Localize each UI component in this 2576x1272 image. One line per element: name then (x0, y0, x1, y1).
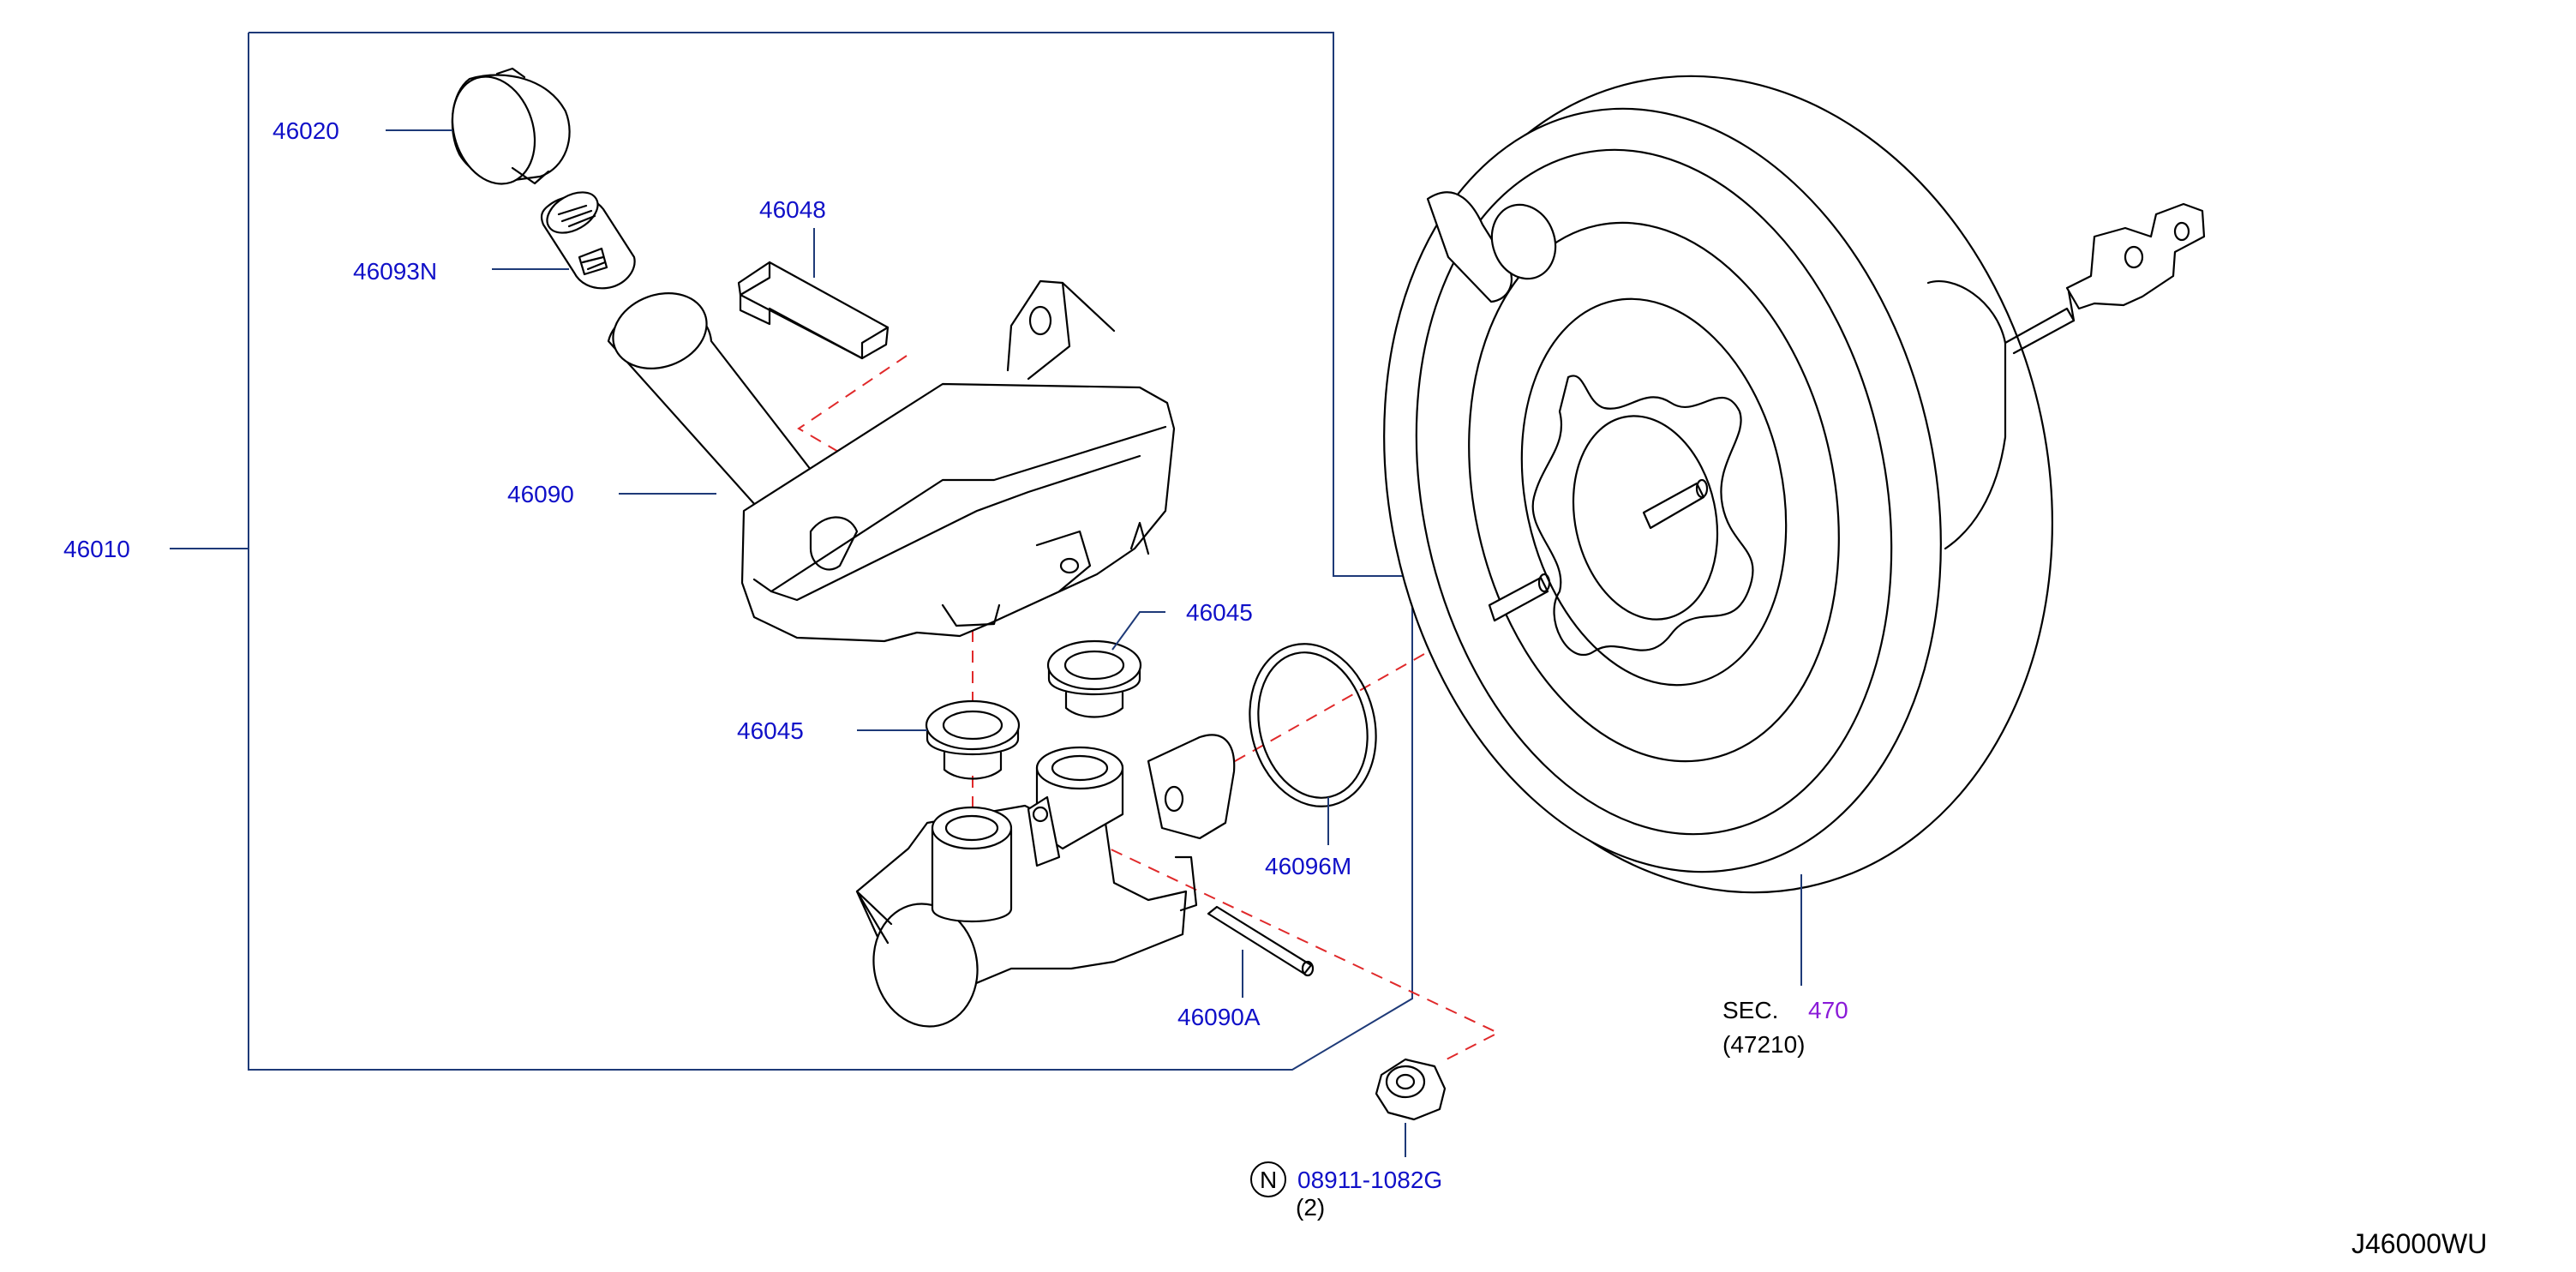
reservoir-strainer (540, 191, 636, 290)
label-sec-470[interactable]: 470 (1808, 997, 1848, 1023)
label-46020[interactable]: 46020 (273, 117, 339, 144)
diagram-code: J46000WU (2351, 1228, 2487, 1259)
label-sec-prefix: SEC. (1722, 997, 1778, 1023)
label-08911-1082G[interactable]: 08911-1082G (1297, 1167, 1442, 1193)
reservoir-tank (607, 279, 1176, 643)
label-46090[interactable]: 46090 (507, 481, 574, 507)
grommet-lower (925, 699, 1021, 780)
master-cylinder-body (855, 734, 1236, 1028)
label-nut-qty: (2) (1296, 1194, 1325, 1221)
label-sec-sub: (47210) (1722, 1031, 1806, 1058)
nut-symbol-circle (1250, 1161, 1286, 1197)
label-46045-lower[interactable]: 46045 (737, 717, 804, 744)
reservoir-pin (737, 261, 890, 360)
label-46048[interactable]: 46048 (759, 196, 826, 223)
label-46045-upper[interactable]: 46045 (1186, 599, 1253, 626)
label-46090A[interactable]: 46090A (1177, 1004, 1261, 1030)
grommet-upper (1046, 639, 1142, 718)
label-46010[interactable]: 46010 (63, 536, 130, 562)
nut-symbol: N (1260, 1167, 1277, 1193)
leader-lines (170, 129, 1802, 1157)
flange-nut (1375, 1058, 1447, 1121)
o-ring-seal (1249, 643, 1377, 807)
reservoir-cap (451, 67, 571, 185)
cylinder-pin (1207, 905, 1315, 977)
assembly-frame (248, 32, 1413, 1071)
label-46096M[interactable]: 46096M (1265, 853, 1351, 879)
label-46093N[interactable]: 46093N (353, 258, 437, 285)
brake-booster (1383, 75, 2206, 894)
